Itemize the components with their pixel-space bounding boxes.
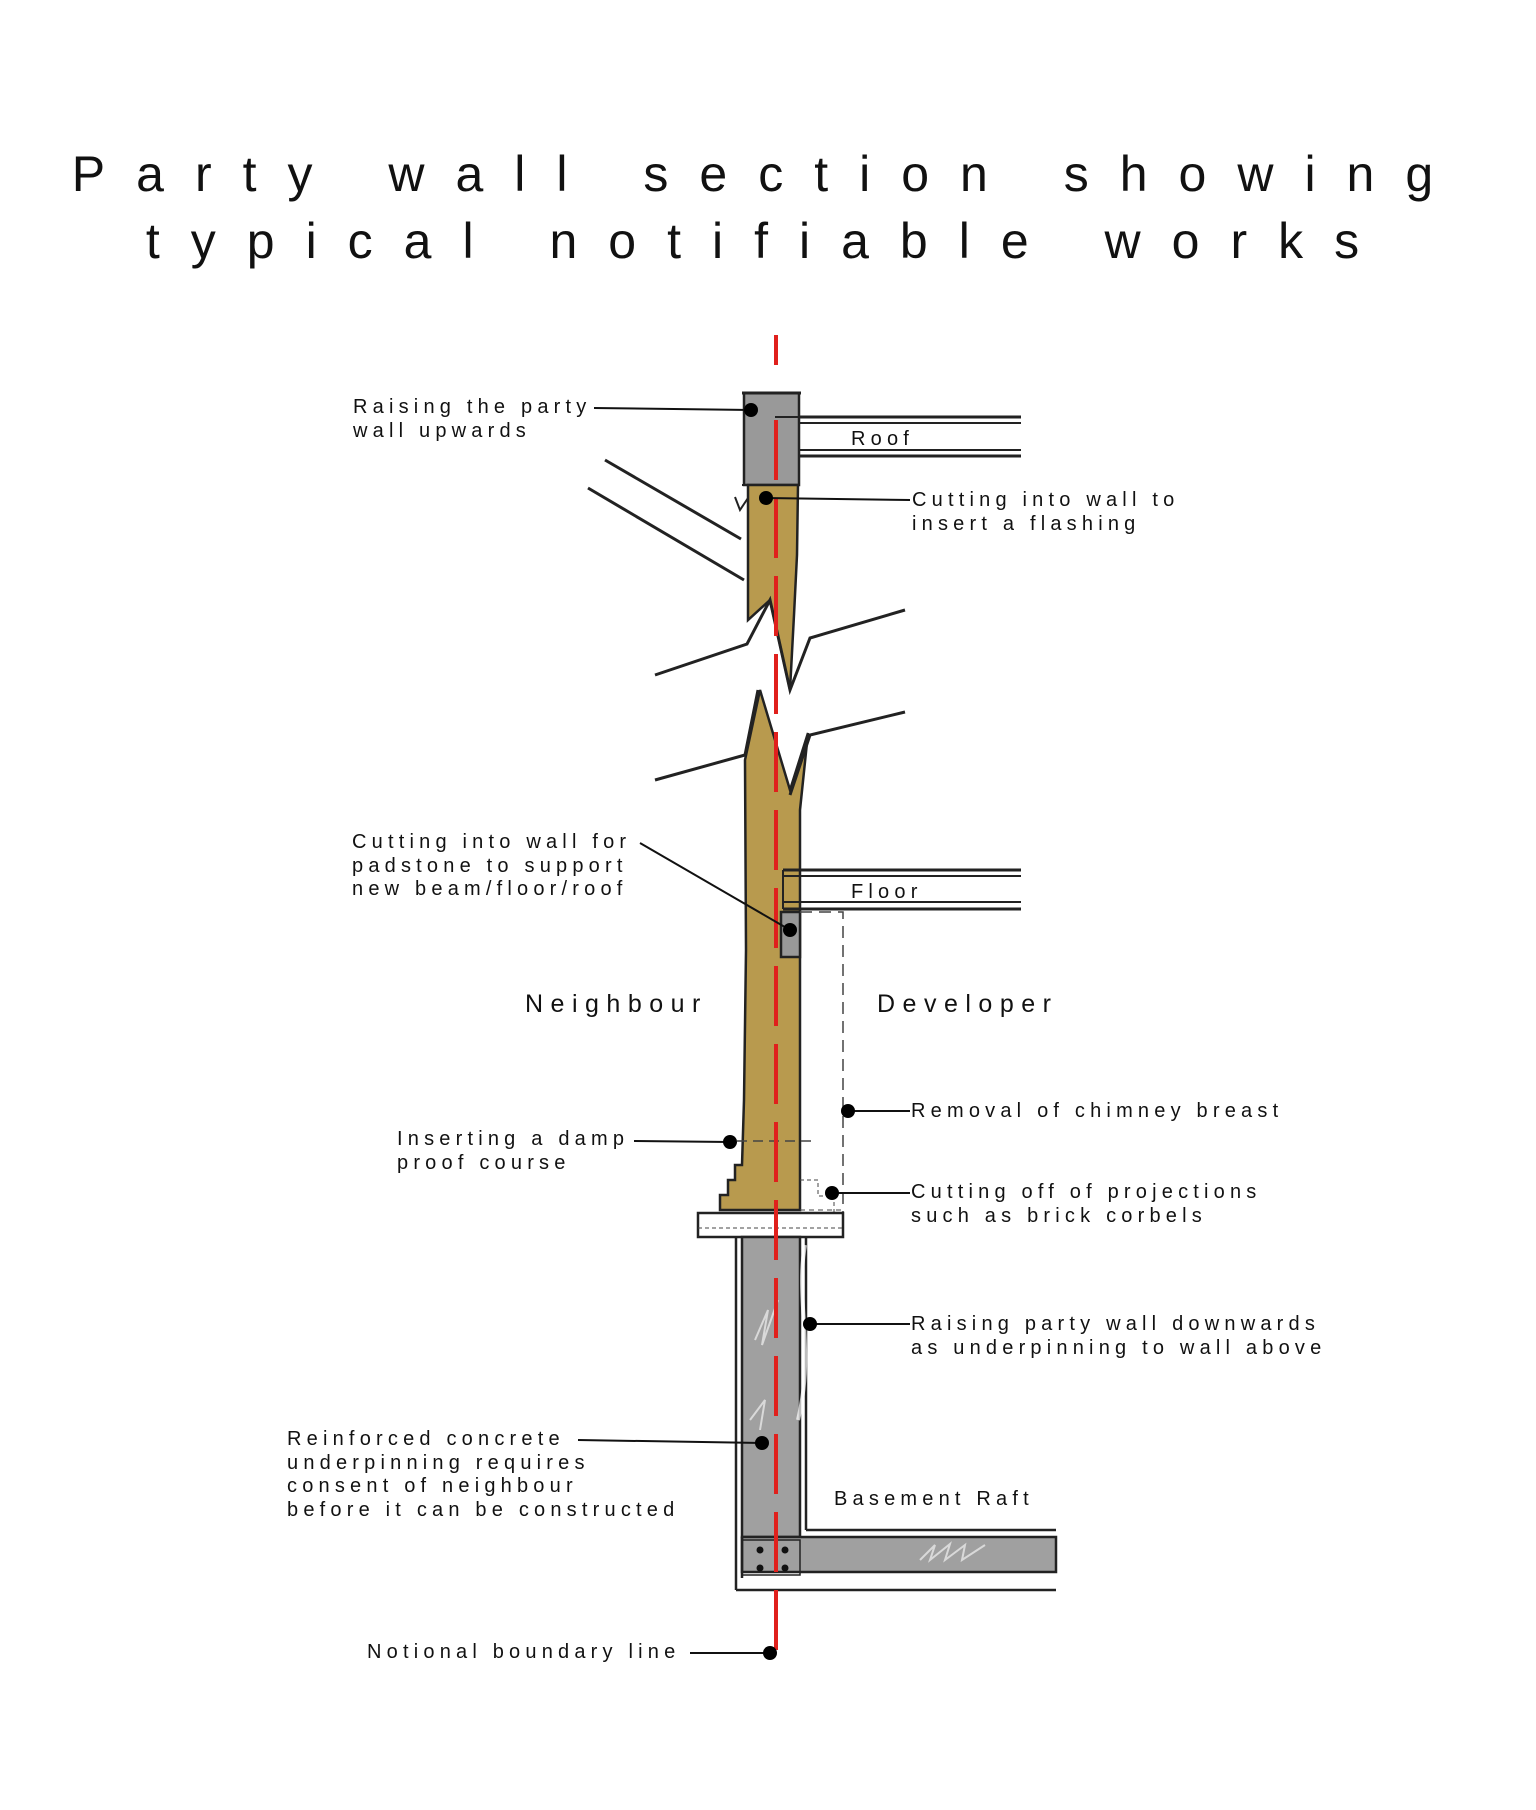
developer-label: Developer [877,990,1059,1018]
callout-dots [723,403,855,1660]
title-line-1: Party wall section showing [71,146,1465,202]
floor-slab [782,868,1021,911]
corbel-outline [800,1179,835,1214]
lower-wall [654,689,906,1212]
chimney-breast-outline [800,911,844,1230]
leader-lines [577,407,911,1654]
callout-flashing: Cutting into wall to insert a flashing [912,489,1180,535]
callout-raising-down: Raising party wall downwards as underpin… [911,1313,1327,1359]
callout-raising-up: Raising the party wall upwards [353,396,592,442]
callout-dpc: Inserting a damp proof course [397,1128,630,1174]
callout-chimney: Removal of chimney breast [911,1100,1284,1122]
title-line-2: typical notifiable works [145,213,1391,269]
basement-raft [736,1528,1058,1592]
underpinning-wall [734,1235,808,1590]
break-line-upper [654,595,906,696]
roof-label: Roof [851,428,915,450]
upper-wall [742,483,800,691]
neighbour-label: Neighbour [525,990,708,1018]
neighbour-pitched-roof [587,458,749,582]
floor-label: Floor [851,881,923,903]
callout-rc-underpinning: Reinforced concrete underpinning require… [287,1428,680,1521]
basement-raft-label: Basement Raft [834,1488,1034,1510]
callout-padstone: Cutting into wall for padstone to suppor… [352,831,632,900]
footing-slab [696,1211,845,1239]
roof-slab [783,415,1021,458]
callout-projections: Cutting off of projections such as brick… [911,1181,1262,1227]
callout-boundary: Notional boundary line [367,1641,681,1663]
